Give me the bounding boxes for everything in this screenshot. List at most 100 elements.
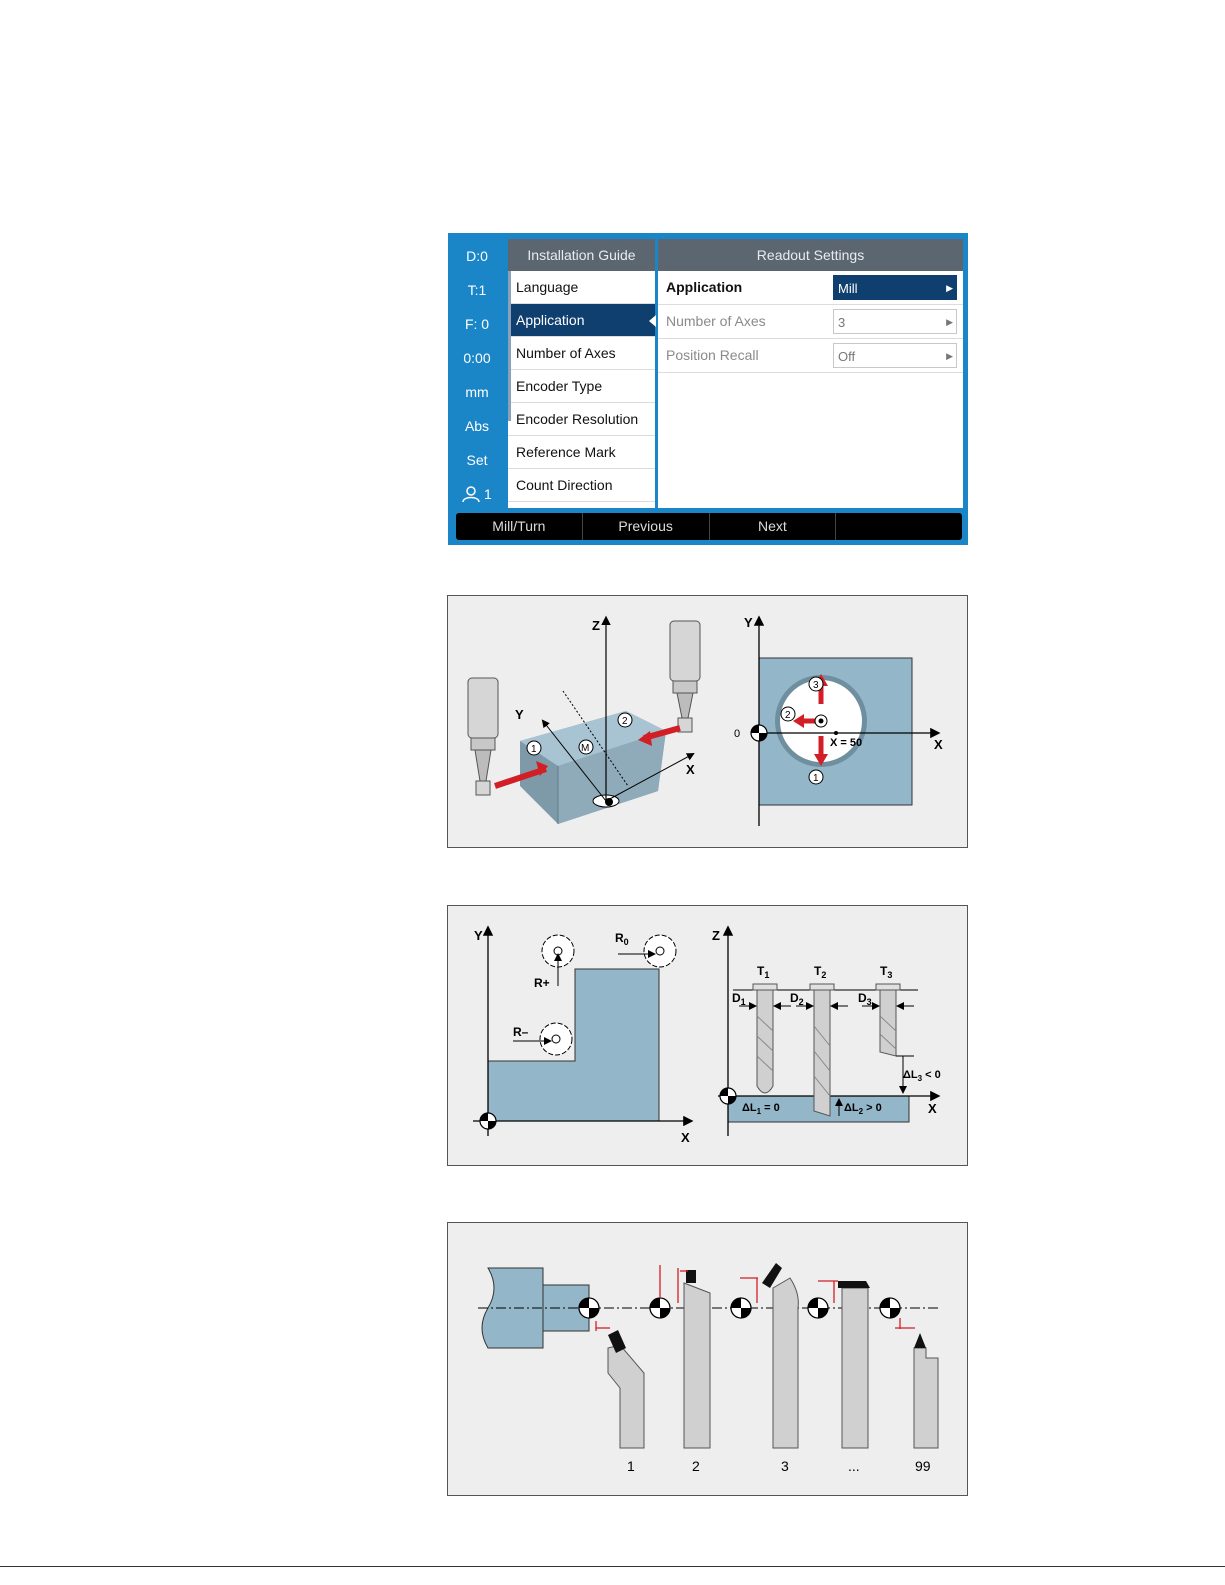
bore-center-diagram [750, 615, 941, 826]
tool-4 [838, 1281, 870, 1449]
setting-label: Application [666, 279, 743, 295]
readout-settings-header: Readout Settings [658, 239, 963, 271]
setting-row-position-recall[interactable]: Position Recall Off ▶ [658, 339, 963, 373]
installation-guide-header: Installation Guide [508, 239, 655, 271]
x50-label: X = 50 [830, 737, 862, 749]
status-feedrate[interactable]: F: 0 [464, 316, 490, 332]
figure-probing: Z Y X M 1 2 [447, 595, 968, 848]
lathe-tools-illustration: 1 2 3 ... 99 [478, 1263, 939, 1474]
probing-illustration: Z Y X M 1 2 [467, 615, 943, 826]
cutter-icon [643, 934, 677, 968]
position-recall-select[interactable]: Off ▶ [833, 343, 957, 368]
t3-label: T3 [880, 964, 892, 980]
setting-row-number-of-axes[interactable]: Number of Axes 3 ▶ [658, 305, 963, 339]
reference-point-markers [578, 1297, 901, 1319]
setting-value-text: Off [838, 349, 856, 364]
readout-settings-panel: Application Mill ▶ Number of Axes 3 ▶ Po… [658, 271, 963, 508]
status-user[interactable]: 1 [448, 477, 506, 511]
guide-item-application[interactable]: Application [508, 304, 656, 337]
x-axis-label-right: X [928, 1101, 937, 1116]
x-axis-label: X [681, 1130, 690, 1145]
t2-label: T2 [814, 964, 826, 980]
softkey-previous[interactable]: Previous [583, 513, 710, 540]
setting-value-text: Mill [838, 281, 858, 296]
guide-item-count-direction[interactable]: Count Direction [508, 469, 655, 502]
tool-compensation-illustration: Y X R0 R+ R– [473, 925, 941, 1145]
t1-label: T1 [757, 964, 769, 980]
tool-number-1: 1 [627, 1458, 635, 1474]
y-axis-label: Y [474, 928, 483, 943]
guide-item-number-of-axes[interactable]: Number of Axes [508, 337, 655, 370]
tool-length-diagram [718, 925, 941, 1136]
chevron-right-icon: ▶ [946, 283, 953, 293]
guide-item-language[interactable]: Language [508, 271, 655, 304]
point-2-label-right: 2 [785, 710, 791, 721]
user-number: 1 [484, 486, 492, 502]
figure-lathe-tools: 1 2 3 ... 99 [447, 1222, 968, 1496]
y-axis-label: Y [515, 707, 524, 722]
y-axis-line [541, 719, 607, 802]
status-units[interactable]: mm [465, 384, 489, 400]
r-plus-label: R+ [534, 976, 550, 990]
status-tool[interactable]: T:1 [467, 282, 487, 298]
chevron-right-icon: ▶ [946, 317, 953, 327]
delta-l2-label: ΔL2 > 0 [844, 1102, 882, 1116]
setting-label: Number of Axes [666, 313, 766, 329]
d1-label: D1 [732, 991, 746, 1007]
installation-guide-list: Language Application Number of Axes Enco… [508, 271, 656, 508]
center-m-label: M [581, 743, 589, 754]
delta-l3-label: ΔL3 < 0 [903, 1069, 941, 1083]
tool-2 [683, 1270, 711, 1449]
user-icon [462, 486, 480, 503]
status-stopwatch[interactable]: 0:00 [463, 350, 491, 366]
y-axis-label-right: Y [744, 615, 753, 630]
setting-label: Position Recall [666, 347, 759, 363]
offset-arrows [595, 1265, 915, 1331]
status-abs-inc[interactable]: Abs [464, 418, 490, 434]
softkey-next[interactable]: Next [710, 513, 837, 540]
guide-list-scrollbar[interactable] [508, 271, 511, 421]
z-axis-label: Z [592, 618, 600, 633]
tool-1 [607, 1330, 645, 1449]
application-select[interactable]: Mill ▶ [833, 275, 957, 300]
point-2-label: 2 [622, 716, 628, 727]
edge-finder-right [638, 620, 701, 746]
setting-row-application[interactable]: Application Mill ▶ [658, 271, 963, 305]
x-axis-line [605, 753, 695, 802]
figure-tool-compensation: Y X R0 R+ R– [447, 905, 968, 1166]
x-axis-label: X [686, 762, 695, 777]
status-column: D:0 T:1 F: 0 0:00 mm Abs Set 1 [448, 239, 506, 511]
setting-value-text: 3 [838, 315, 846, 330]
page-bottom-rule [0, 1566, 1225, 1567]
r-minus-label: R– [513, 1025, 529, 1039]
softkey-bar: Mill/Turn Previous Next [456, 513, 962, 540]
softkey-empty[interactable] [836, 513, 962, 540]
status-datum[interactable]: D:0 [466, 248, 488, 264]
tool-number-3: 3 [781, 1458, 789, 1474]
guide-item-encoder-type[interactable]: Encoder Type [508, 370, 655, 403]
tool-number-99: 99 [915, 1458, 931, 1474]
chevron-right-icon: ▶ [946, 351, 953, 361]
r0-label: R0 [615, 931, 629, 947]
point-1-label-right: 1 [813, 773, 819, 784]
center-line [562, 690, 629, 787]
status-set-zero[interactable]: Set [466, 452, 488, 468]
origin-zero-label: 0 [734, 728, 740, 740]
delta-l1-label: ΔL1 = 0 [742, 1102, 780, 1116]
tool-99 [913, 1333, 939, 1449]
cutter-icon [539, 1022, 573, 1056]
guide-item-encoder-resolution[interactable]: Encoder Resolution [508, 403, 655, 436]
softkey-mill-turn[interactable]: Mill/Turn [456, 513, 583, 540]
d2-label: D2 [790, 991, 804, 1007]
guide-item-reference-mark[interactable]: Reference Mark [508, 436, 655, 469]
x-axis-label-right: X [934, 737, 943, 752]
dro-screen: D:0 T:1 F: 0 0:00 mm Abs Set 1 Installat… [448, 233, 968, 545]
tool-3 [762, 1263, 799, 1449]
edge-finder-left [467, 677, 548, 796]
point-1-label: 1 [531, 744, 537, 755]
tool-number-2: 2 [692, 1458, 700, 1474]
d3-label: D3 [858, 991, 872, 1007]
z-axis-label: Z [712, 928, 720, 943]
point-3-label: 3 [813, 680, 819, 691]
number-of-axes-select[interactable]: 3 ▶ [833, 309, 957, 334]
